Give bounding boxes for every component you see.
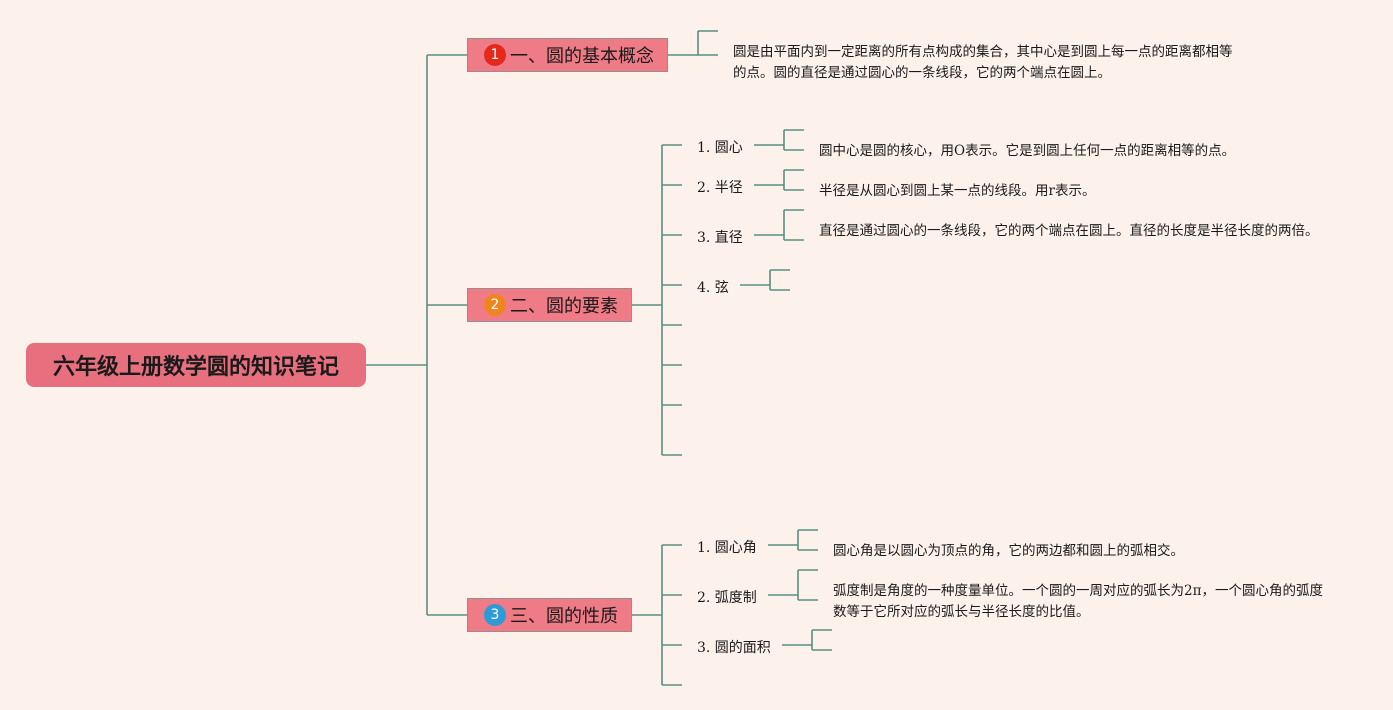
branch-properties[interactable]: 3 三、圆的性质 [467,598,632,632]
item-radian[interactable]: 2. 弧度制 [697,590,757,606]
branch-label: 一、圆的基本概念 [510,46,654,67]
item-chord[interactable]: 4. 弦 [697,280,729,296]
branch-elements[interactable]: 2 二、圆的要素 [467,288,632,322]
item-diameter[interactable]: 3. 直径 [697,230,743,246]
note-basic-concept: 圆是由平面内到一定距离的所有点构成的集合，其中心是到圆上每一点的距离都相等的点。… [733,44,1233,81]
branch-basic-concept[interactable]: 1 一、圆的基本概念 [467,38,668,72]
note-central-angle: 圆心角是以圆心为顶点的角，它的两边都和圆上的弧相交。 [833,543,1184,559]
item-center[interactable]: 1. 圆心 [697,140,743,156]
note-radius: 半径是从圆心到圆上某一点的线段。用r表示。 [819,183,1096,199]
branch-label: 二、圆的要素 [510,296,618,317]
item-central-angle[interactable]: 1. 圆心角 [697,540,757,556]
note-center: 圆中心是圆的核心，用O表示。它是到圆上任何一点的距离相等的点。 [819,143,1236,159]
number-badge-icon: 3 [484,604,506,626]
number-badge-icon: 2 [484,294,506,316]
number-badge-icon: 1 [484,44,506,66]
root-node[interactable]: 六年级上册数学圆的知识笔记 [26,343,366,387]
note-diameter: 直径是通过圆心的一条线段，它的两个端点在圆上。直径的长度是半径长度的两倍。 [819,223,1319,239]
item-radius[interactable]: 2. 半径 [697,180,743,196]
note-radian: 弧度制是角度的一种度量单位。一个圆的一周对应的弧长为2π，一个圆心角的弧度数等于… [833,583,1323,620]
item-circle-area[interactable]: 3. 圆的面积 [697,640,771,656]
root-label: 六年级上册数学圆的知识笔记 [52,355,339,380]
branch-label: 三、圆的性质 [510,606,618,627]
